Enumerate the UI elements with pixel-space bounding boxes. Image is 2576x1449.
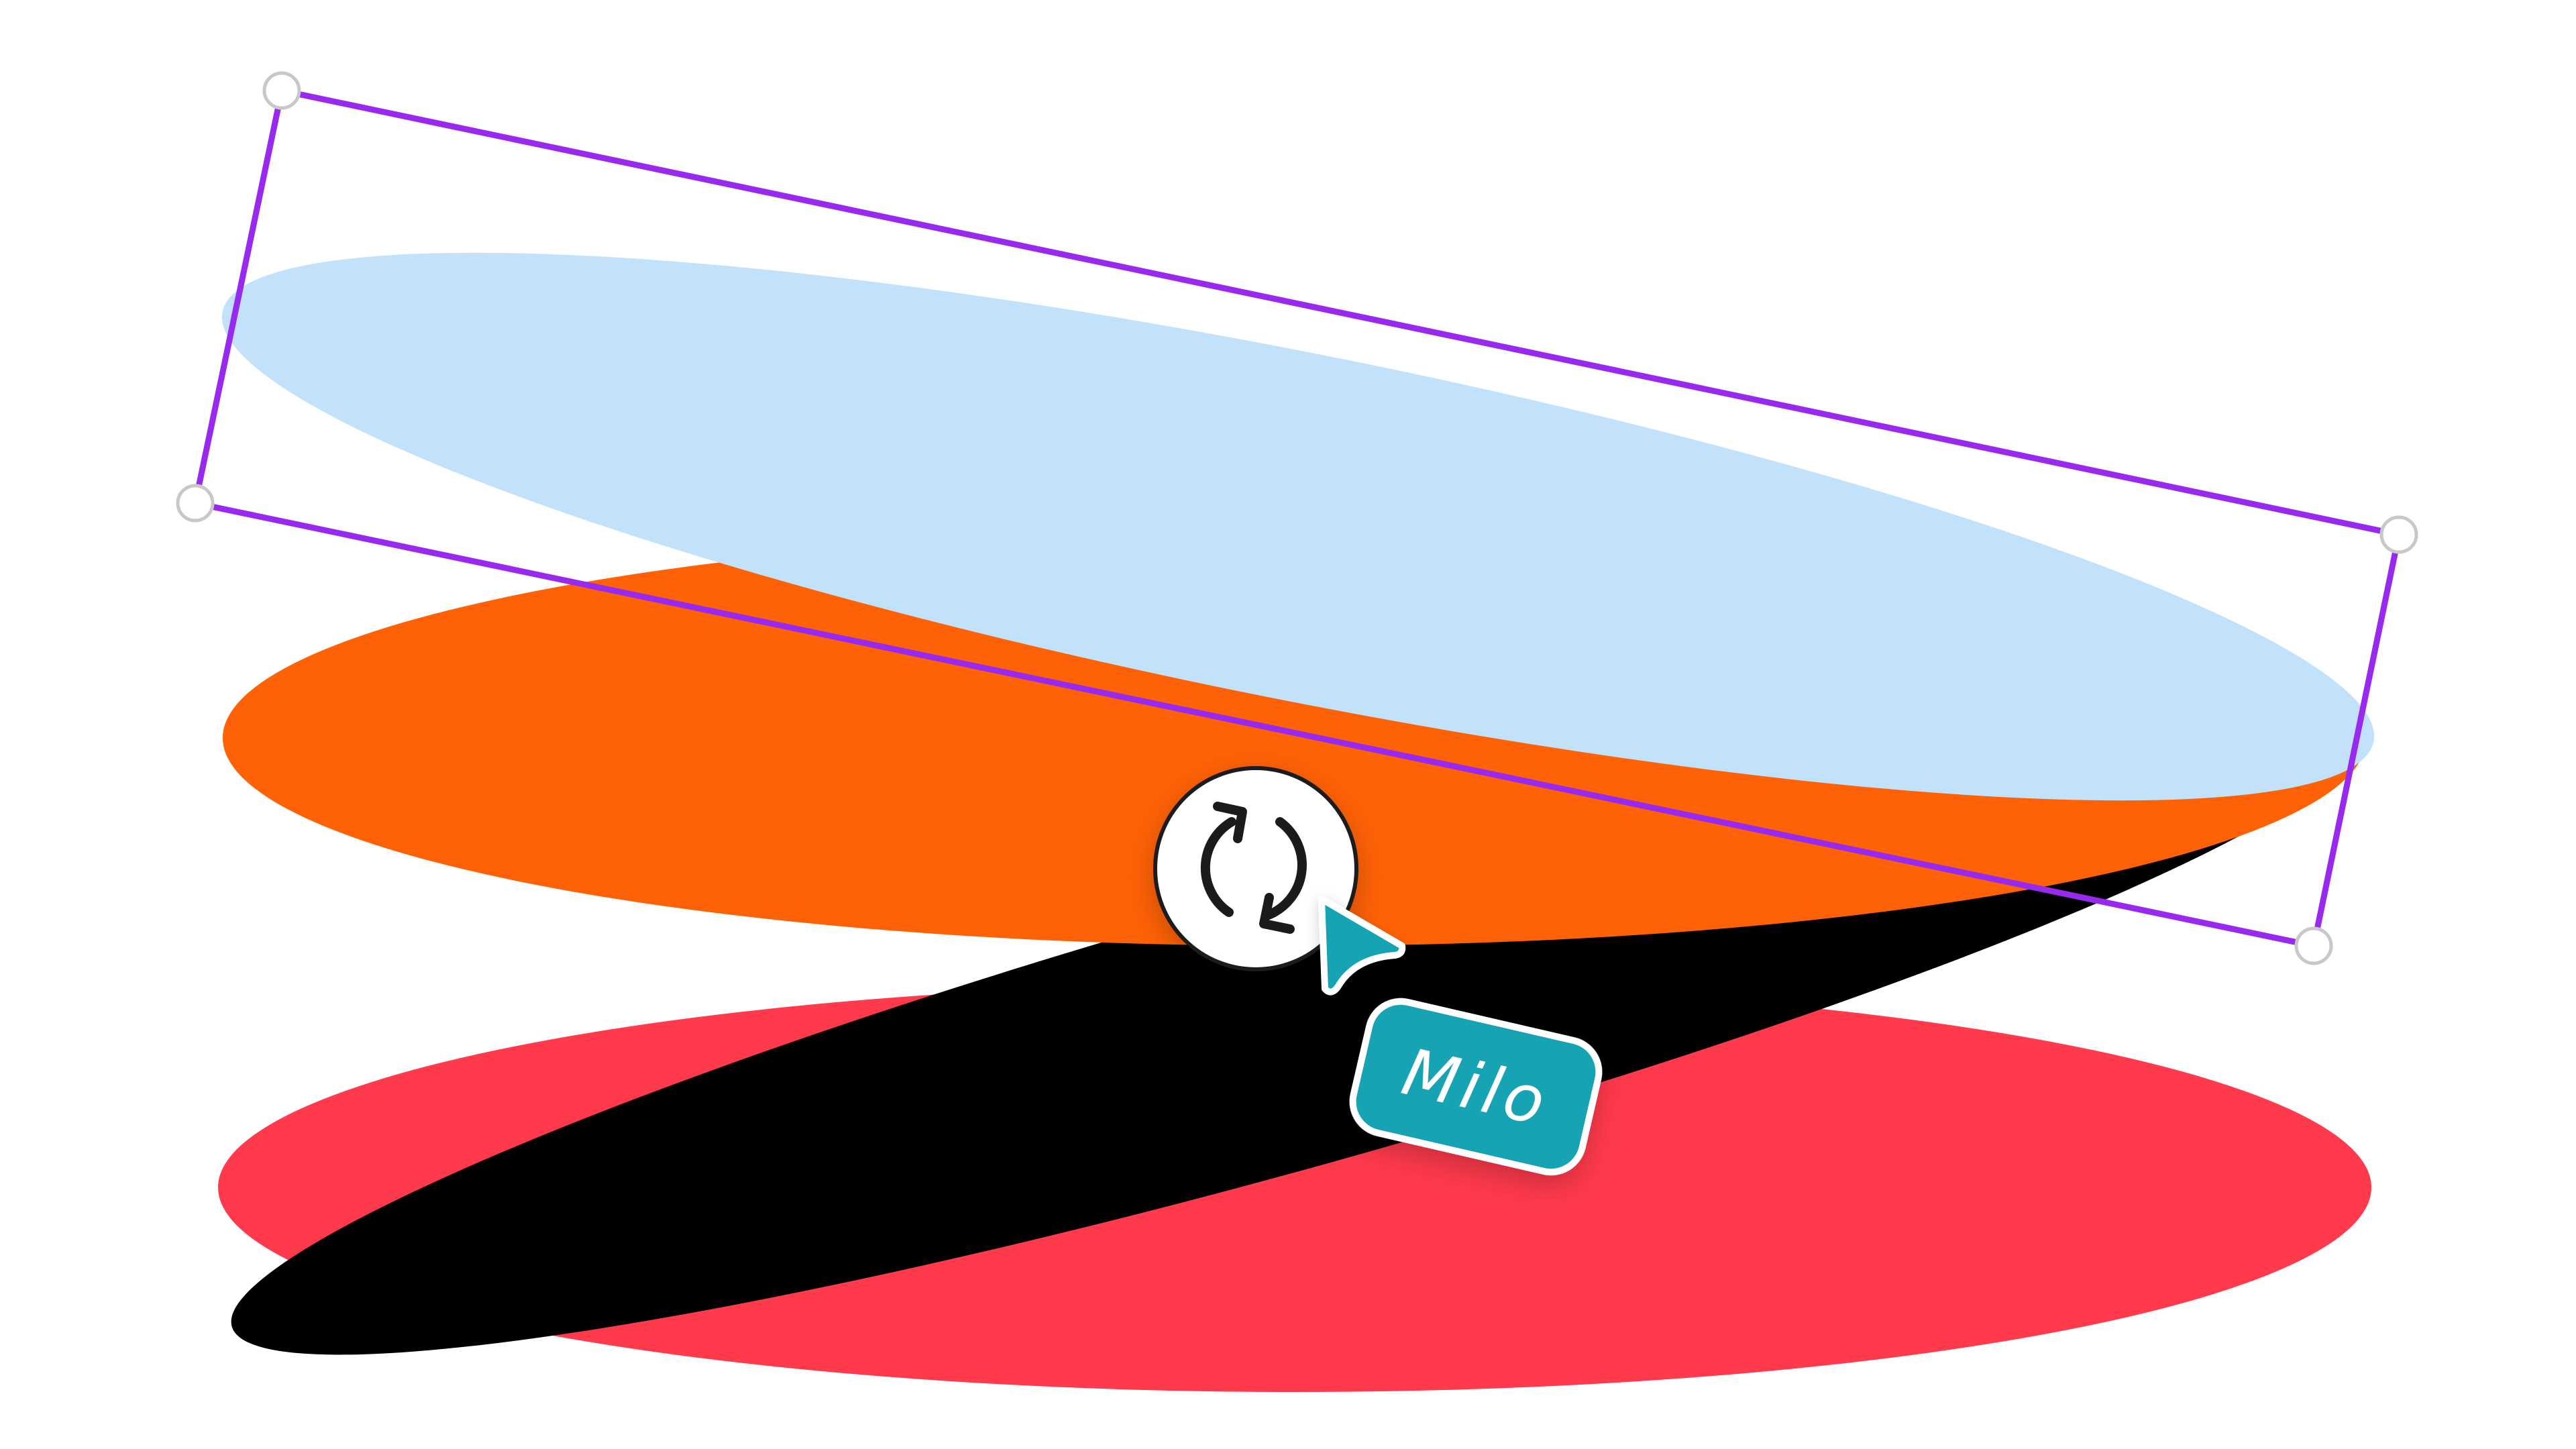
cursor-arrow-icon: [1318, 896, 1406, 996]
collaborator-cursor: [1318, 896, 1406, 996]
rotate-icon: [1200, 802, 1307, 934]
resize-handle-bottom-right[interactable]: [2294, 926, 2333, 965]
resize-handle-bottom-left[interactable]: [176, 484, 215, 523]
collaborator-name-tag: Milo: [1349, 998, 1603, 1176]
light-blue-ellipse[interactable]: [189, 142, 2408, 912]
resize-handle-top-left[interactable]: [262, 71, 301, 110]
selection-box[interactable]: [176, 71, 2418, 965]
resize-handle-top-right[interactable]: [2379, 515, 2418, 554]
rotate-button[interactable]: [1153, 766, 1358, 971]
